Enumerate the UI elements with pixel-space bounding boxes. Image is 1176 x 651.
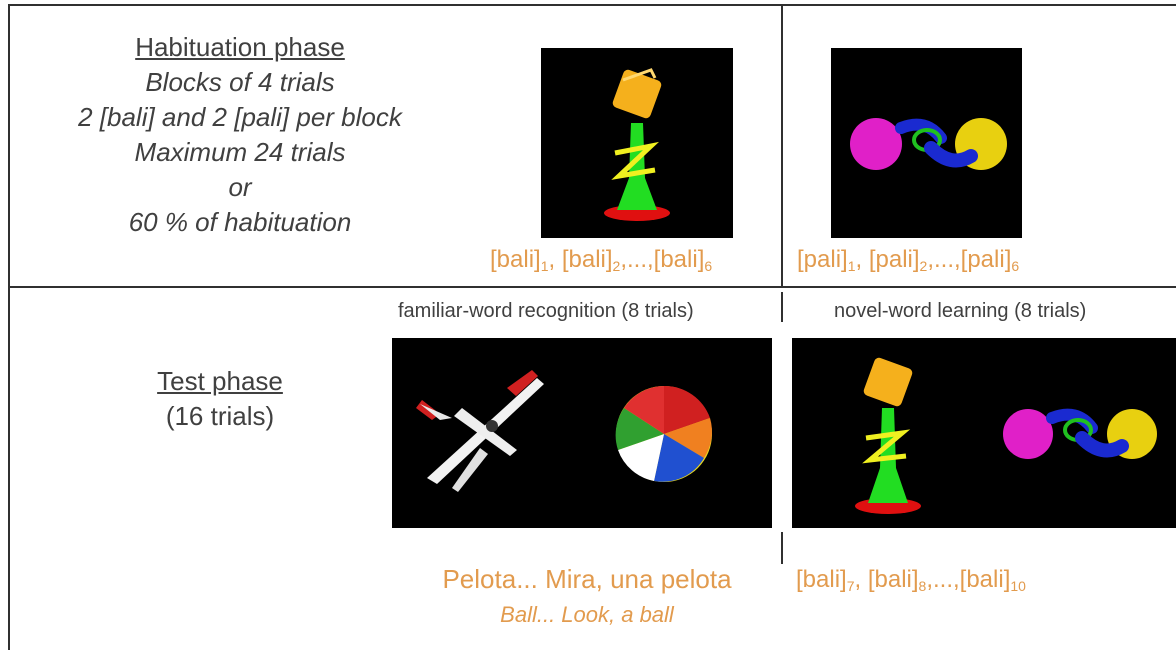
habituation-description: Habituation phase Blocks of 4 trials 2 […: [30, 30, 450, 240]
vertical-divider-mid: [781, 292, 783, 322]
outer-frame: [8, 4, 1176, 650]
bali-habituation-label: [bali]1, [bali]2,...,[bali]6: [490, 246, 713, 274]
pali-habituation-label: [pali]1, [pali]2,...,[pali]6: [797, 246, 1020, 274]
familiar-caption: familiar-word recognition (8 trials): [398, 300, 694, 322]
habituation-line: or: [228, 172, 252, 202]
pelota-label: Pelota... Mira, una pelota: [442, 564, 732, 594]
ball-translation: Ball... Look, a ball: [500, 602, 674, 627]
familiar-word-image: [392, 338, 772, 528]
vertical-divider-bottom: [781, 532, 783, 564]
habituation-line: Maximum 24 trials: [134, 137, 346, 167]
habituation-line: 60 % of habituation: [128, 207, 352, 237]
test-title: Test phase: [157, 366, 283, 396]
bali-test-label: [bali]7, [bali]8,...,[bali]10: [796, 566, 1026, 594]
novel-caption: novel-word learning (8 trials): [834, 300, 1087, 322]
pali-object-image: [831, 48, 1022, 238]
test-description: Test phase (16 trials): [120, 364, 320, 434]
habituation-line: 2 [bali] and 2 [pali] per block: [78, 102, 402, 132]
vertical-divider-top: [781, 4, 783, 286]
bali-object-image: [541, 48, 733, 238]
novel-word-image: [792, 338, 1176, 528]
beach-ball-icon: [615, 385, 712, 482]
test-subtitle: (16 trials): [165, 401, 275, 431]
airplane-icon: [416, 370, 544, 492]
habituation-line: Blocks of 4 trials: [145, 67, 335, 97]
phase-divider: [8, 286, 1176, 288]
habituation-title: Habituation phase: [135, 32, 345, 62]
